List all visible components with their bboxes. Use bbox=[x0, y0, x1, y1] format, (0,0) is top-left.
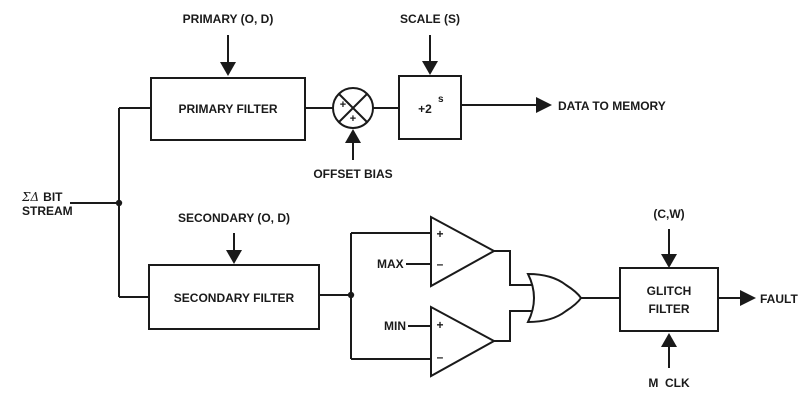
scale-base: +2 bbox=[418, 102, 432, 116]
or-gate bbox=[526, 272, 583, 324]
bitstream-word: BIT bbox=[43, 190, 63, 204]
input-junction-dot bbox=[115, 199, 123, 207]
summer-plus-bottom: + bbox=[350, 113, 356, 125]
max-to-or-wire bbox=[494, 250, 536, 286]
glitch-filter-block bbox=[619, 267, 719, 332]
secondary-control-label: SECONDARY (O, D) bbox=[178, 211, 290, 225]
primary-control-label: PRIMARY (O, D) bbox=[183, 12, 274, 26]
clock-label: M CLK bbox=[648, 376, 690, 390]
secondary-filter-block bbox=[148, 264, 320, 330]
data-output-arrowhead bbox=[536, 97, 552, 113]
scale-control-label: SCALE (S) bbox=[400, 12, 460, 26]
fault-arrowhead bbox=[740, 290, 756, 306]
min-to-or-wire bbox=[494, 310, 536, 342]
max-comparator bbox=[430, 215, 497, 288]
primary-filter-label: PRIMARY FILTER bbox=[178, 102, 277, 116]
secondary-control-arrowhead bbox=[226, 250, 242, 264]
primary-control-arrowhead bbox=[220, 62, 236, 76]
max-label: MAX bbox=[377, 257, 404, 271]
bitstream-label-line1: ΣΔ BIT bbox=[21, 190, 63, 204]
summer-plus-top: + bbox=[340, 99, 346, 111]
secondary-filter-label: SECONDARY FILTER bbox=[174, 291, 295, 305]
glitch-filter-label-line1: GLITCH bbox=[647, 284, 692, 298]
sigma-delta-symbol: ΣΔ bbox=[21, 190, 39, 204]
data-to-memory-label: DATA TO MEMORY bbox=[558, 99, 666, 113]
scale-exponent: s bbox=[438, 94, 444, 105]
min-label: MIN bbox=[384, 319, 406, 333]
max-comparator-plus: + bbox=[436, 227, 443, 241]
fault-label: FAULT bbox=[760, 292, 798, 306]
min-comparator-minus: – bbox=[437, 350, 444, 364]
glitch-control-label: (C,W) bbox=[653, 207, 684, 221]
comparator-feed-wire bbox=[350, 232, 431, 360]
max-comparator-minus: – bbox=[437, 257, 444, 271]
min-comparator bbox=[430, 305, 497, 378]
bitstream-label-line2: STREAM bbox=[22, 204, 73, 218]
glitch-filter-label-line2: FILTER bbox=[648, 302, 689, 316]
glitch-control-arrowhead bbox=[661, 254, 677, 268]
scale-control-arrowhead bbox=[422, 61, 438, 75]
offset-arrowhead bbox=[345, 129, 361, 143]
min-comparator-plus: + bbox=[436, 318, 443, 332]
scale-block-label: +2 bbox=[418, 102, 432, 116]
clock-arrowhead bbox=[661, 333, 677, 347]
summing-junction-cross bbox=[338, 93, 368, 123]
offset-bias-label: OFFSET BIAS bbox=[313, 167, 392, 181]
scale-block bbox=[398, 75, 462, 140]
primary-filter-block bbox=[150, 77, 306, 141]
